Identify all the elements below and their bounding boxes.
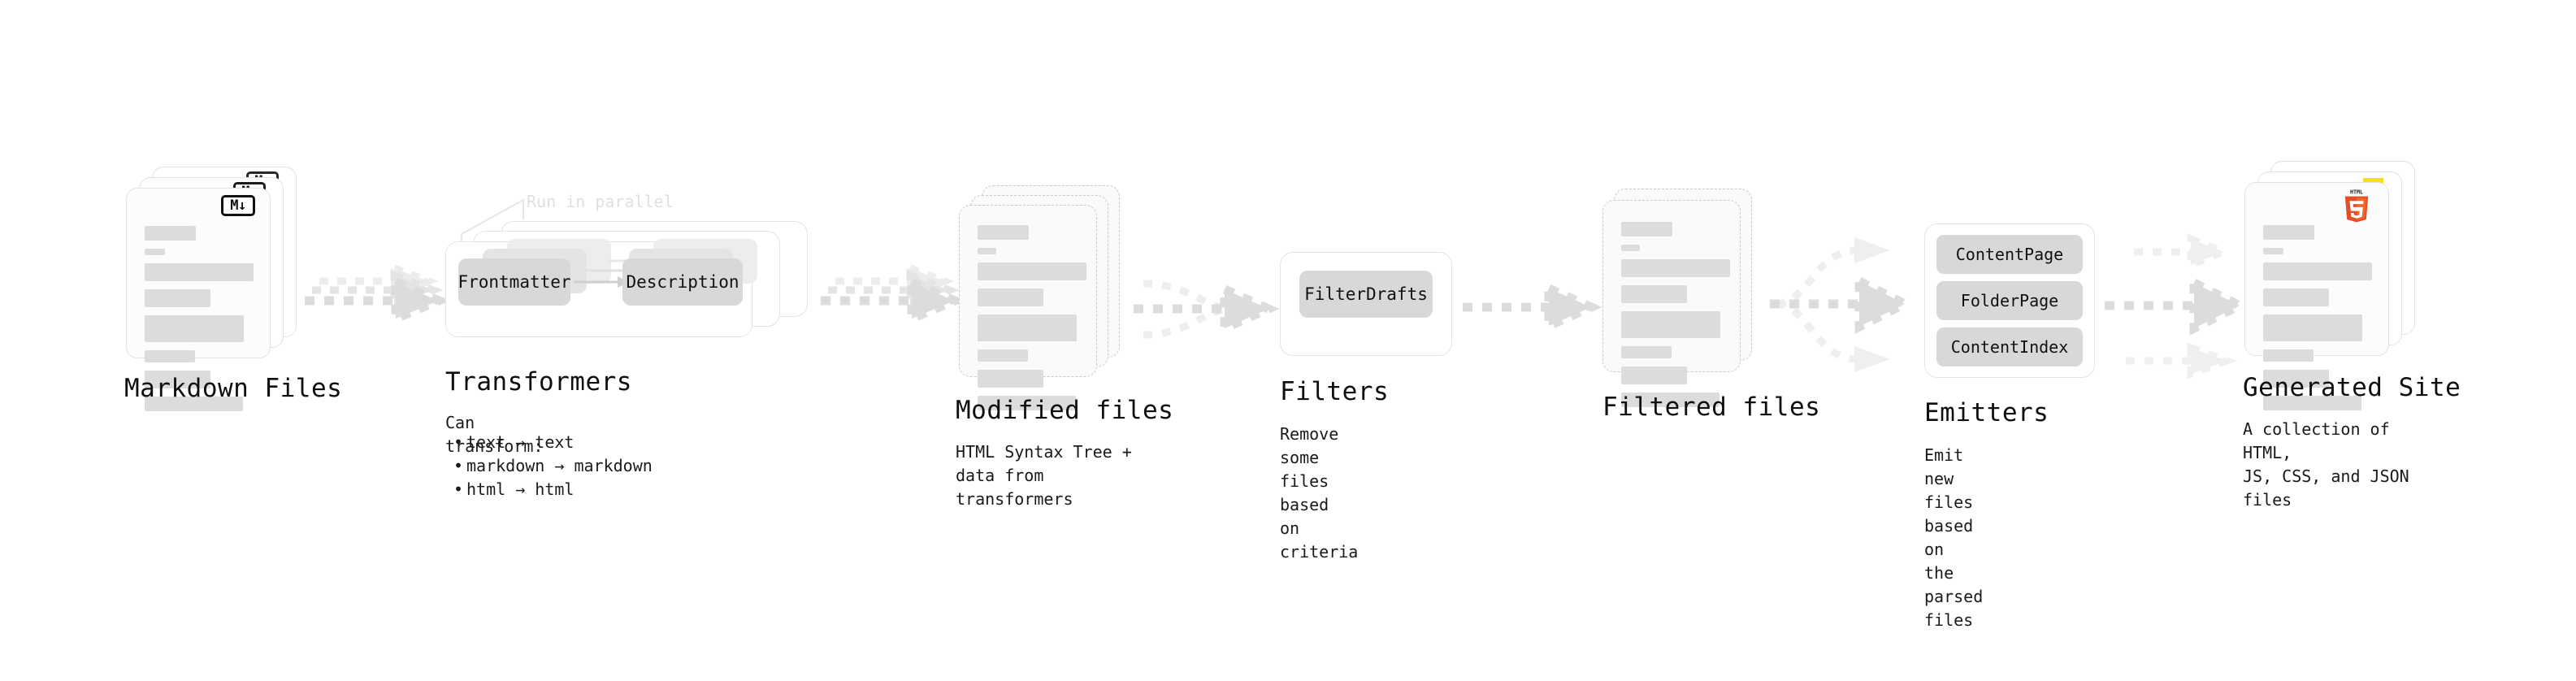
stage-generated-site: CSS HTML <box>2243 161 2461 510</box>
transformer-bullet-2: html → html <box>452 478 653 501</box>
connector-filters-to-filtered <box>1463 281 1602 335</box>
stage-title-emitters: Emitters <box>1924 398 2049 427</box>
filter-chip-filterdrafts[interactable]: FilterDrafts <box>1299 271 1433 318</box>
markdown-file-stack: M↓ M↓ M↓ <box>126 167 301 411</box>
emitter-chip-contentindex[interactable]: ContentIndex <box>1936 327 2083 367</box>
modified-file-stack <box>959 185 1134 410</box>
transformer-chip-description[interactable]: Description <box>622 258 743 306</box>
markdown-badge-icon: M↓ <box>221 195 255 216</box>
transformer-bullet-0: text → text <box>452 431 653 454</box>
stage-title-filtered-files: Filtered files <box>1602 393 1821 422</box>
generated-site-stack: CSS HTML <box>2244 161 2419 410</box>
stage-title-filters: Filters <box>1280 377 1390 406</box>
stage-title-transformers: Transformers <box>445 367 632 397</box>
connector-filtered-to-emitters <box>1770 232 1916 379</box>
html5-badge-icon: HTML <box>2344 189 2369 223</box>
modified-card-front <box>959 205 1097 410</box>
markdown-card-front: M↓ <box>126 188 271 411</box>
filtered-card-skeleton <box>1621 222 1730 415</box>
filtered-card-front <box>1602 200 1741 407</box>
stage-title-generated-site: Generated Site <box>2243 373 2461 402</box>
markdown-card-skeleton <box>145 226 254 419</box>
stage-desc-emitters: Emit new files based on the parsed files <box>1924 445 1984 630</box>
stage-title-modified-files: Modified files <box>956 396 1174 425</box>
generated-card-skeleton <box>2263 225 2372 419</box>
stage-markdown-files: M↓ M↓ M↓ Markdown Files <box>124 167 342 411</box>
stage-desc-filters: Remove some files based on criteria <box>1280 424 1359 562</box>
modified-card-skeleton <box>978 225 1086 419</box>
connector-markdown-to-transformers <box>305 262 451 341</box>
stage-title-markdown-files: Markdown Files <box>124 374 343 403</box>
connector-transformers-to-modified <box>821 262 967 341</box>
generated-card-front: HTML <box>2244 182 2389 410</box>
stage-modified-files: Modified files HTML Syntax Tree + data f… <box>956 185 1173 509</box>
emitter-chip-folderpage[interactable]: FolderPage <box>1936 281 2083 320</box>
transformer-bullets: text → text markdown → markdown html → h… <box>452 431 653 501</box>
connector-emitters-to-site <box>2105 233 2251 380</box>
filtered-file-stack <box>1602 189 1765 407</box>
connector-modified-to-filters <box>1134 262 1280 359</box>
transformer-chip-frontmatter[interactable]: Frontmatter <box>458 258 571 306</box>
stage-desc-modified-files: HTML Syntax Tree + data from transformer… <box>956 442 1132 509</box>
run-in-parallel-label: Run in parallel <box>527 192 674 211</box>
svg-text:HTML: HTML <box>2350 189 2363 196</box>
transformer-bullet-1: markdown → markdown <box>452 454 653 478</box>
emitter-chip-contentpage[interactable]: ContentPage <box>1936 235 2083 274</box>
stage-desc-generated-site: A collection of HTML, JS, CSS, and JSON … <box>2243 419 2409 510</box>
stage-filtered-files: Filtered files <box>1602 189 1820 421</box>
